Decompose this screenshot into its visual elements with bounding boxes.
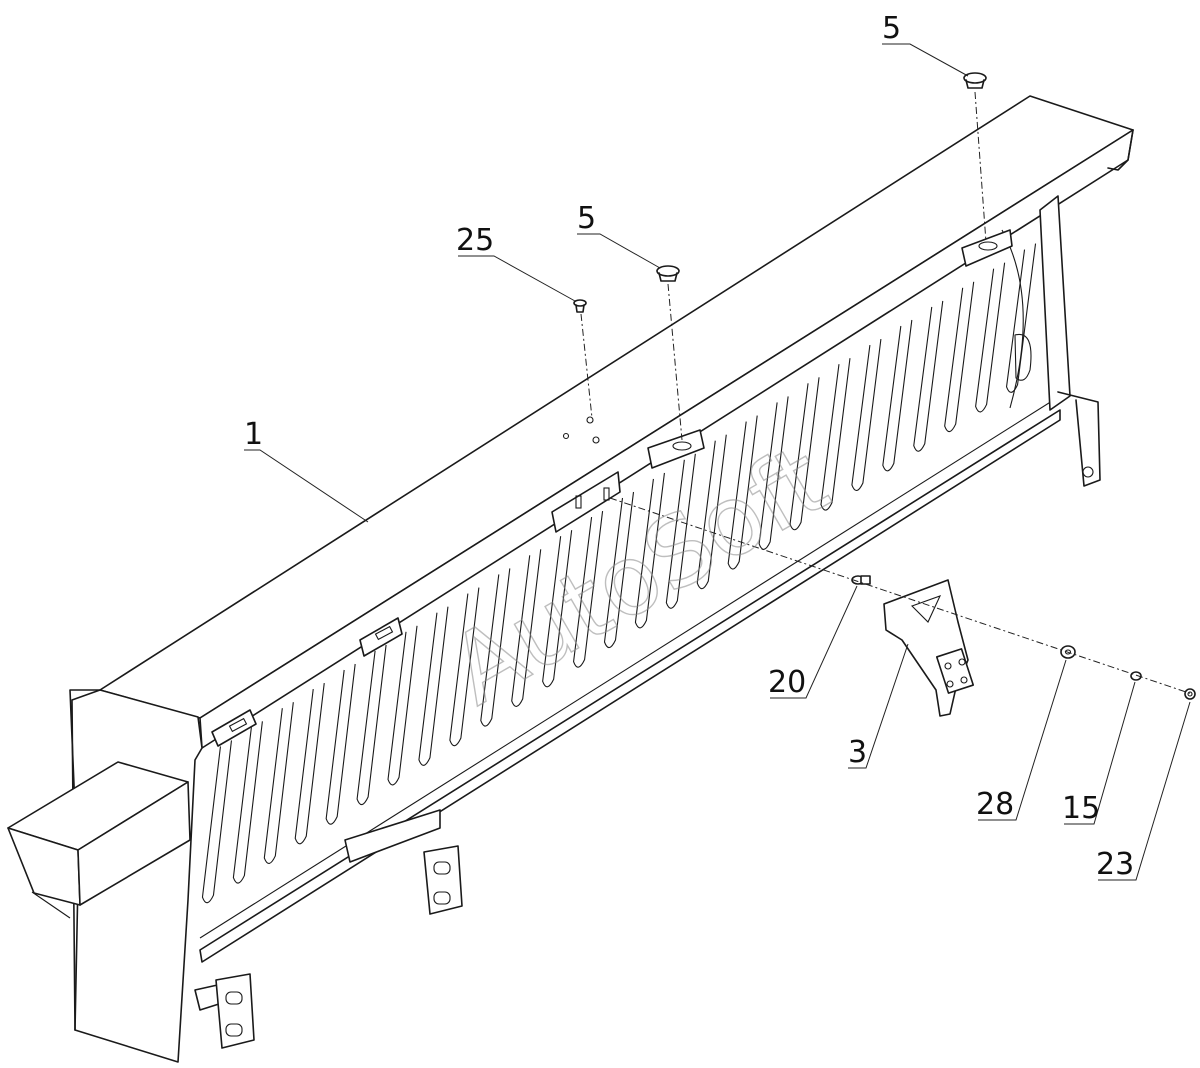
callout-3: 3 (848, 735, 867, 770)
panel-rib (201, 740, 233, 904)
callout-25: 25 (456, 223, 494, 258)
panel-rib (820, 358, 851, 511)
callout-labels: 5 5 25 1 20 3 28 15 23 (244, 11, 1134, 882)
panel-rib (232, 721, 263, 884)
assembly-axes (580, 91, 1193, 695)
panel-rib (882, 319, 913, 472)
panel-rib (758, 396, 789, 550)
washer-15 (1130, 671, 1142, 681)
leader-lines (244, 43, 1191, 881)
callout-28: 28 (976, 787, 1014, 822)
panel-rib (418, 606, 449, 766)
callout-15: 15 (1062, 791, 1100, 826)
panel-rib (727, 415, 758, 570)
panel-rib (789, 377, 820, 531)
panel-rib (387, 625, 418, 786)
panel-rib (634, 472, 665, 629)
nut-23 (1184, 688, 1196, 700)
panel-rib (573, 511, 604, 668)
panel-rib (975, 262, 1006, 413)
callout-1: 1 (244, 417, 263, 452)
panel-rib (603, 491, 635, 649)
panel-rib (665, 453, 696, 609)
plug-5-right (963, 72, 987, 89)
panel-rib (449, 587, 480, 747)
main-frame (7, 95, 1134, 1063)
panel-rib (294, 683, 325, 845)
corrugated-panel (201, 243, 1037, 904)
callout-23: 23 (1096, 847, 1134, 882)
panel-rib (263, 702, 294, 864)
panel-rib (542, 530, 573, 688)
panel-rib (325, 663, 356, 825)
panel-rib (851, 339, 882, 492)
callout-5-center: 5 (577, 201, 596, 236)
panel-rib (1005, 243, 1037, 393)
bolt-20 (851, 575, 871, 585)
plug-5-center (656, 265, 680, 282)
mounting-foot-left (194, 973, 255, 1049)
panel-rib (696, 434, 727, 590)
callout-5-right: 5 (882, 11, 901, 46)
panel-rib (944, 281, 975, 433)
callout-20: 20 (768, 665, 806, 700)
mounting-foot-center (344, 809, 463, 915)
beam-clips (211, 229, 1013, 747)
screw-25 (573, 299, 587, 313)
panel-rib (356, 644, 387, 806)
panel-rib (511, 549, 542, 707)
hinge-bracket-3 (883, 579, 975, 717)
panel-rib (913, 300, 944, 452)
panel-rib (480, 568, 511, 727)
